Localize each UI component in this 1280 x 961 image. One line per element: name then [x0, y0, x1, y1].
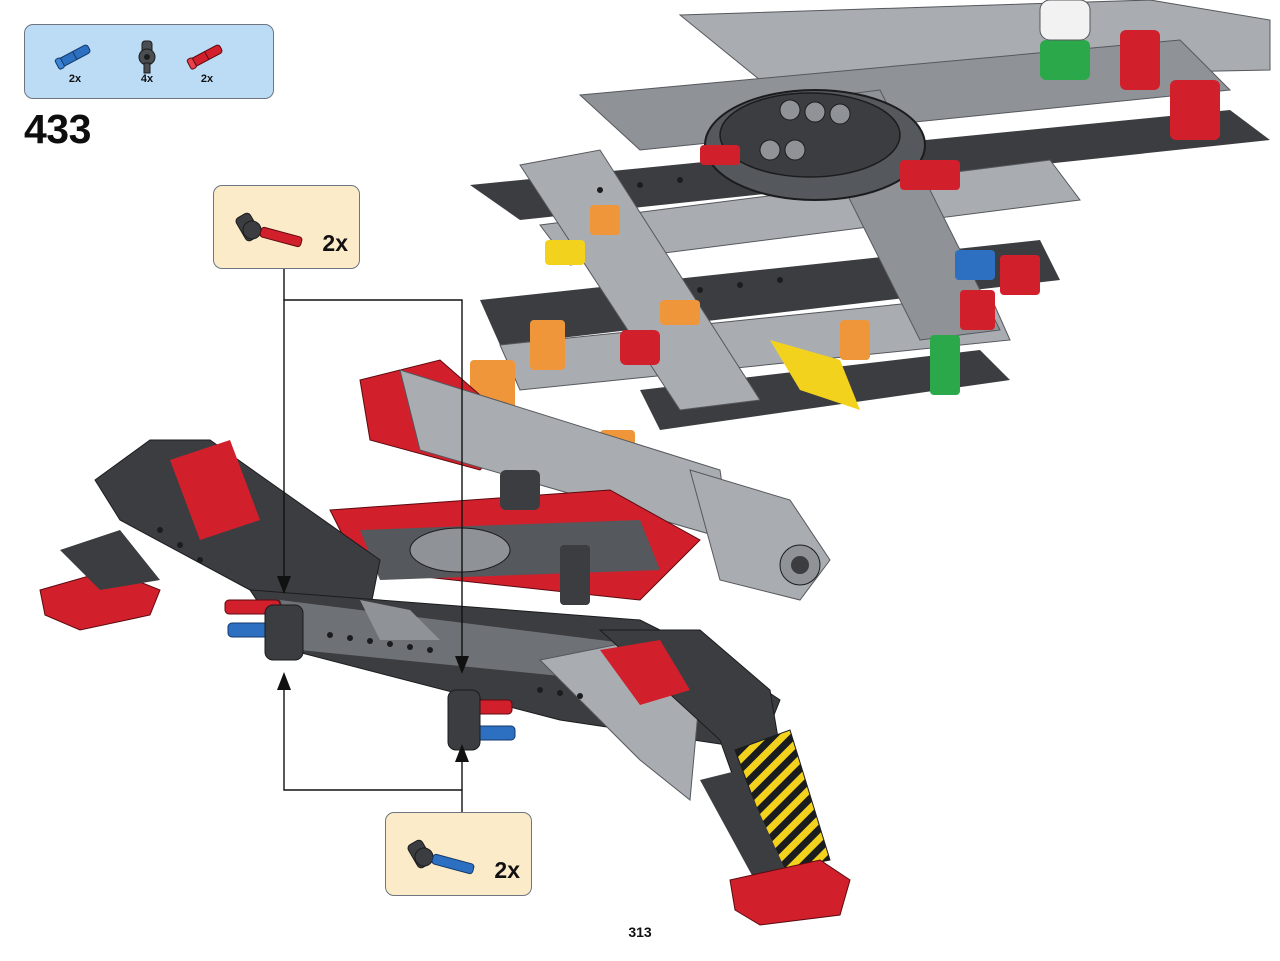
arrow-up-icon	[455, 744, 469, 762]
page-number: 313	[628, 924, 652, 940]
blue-axle-pin-icon	[54, 44, 91, 70]
red-axle-pin-icon	[186, 44, 223, 70]
part-qty: 2x	[68, 73, 82, 85]
part-dark-gray-pin-connector: 4x	[117, 31, 177, 91]
pin-connector-icon	[138, 40, 156, 74]
callout-multiplier: 2x	[322, 230, 348, 256]
part-qty: 4x	[140, 73, 154, 85]
lower-frame	[39, 439, 851, 926]
step-number: 433	[24, 106, 91, 152]
pin-holes	[157, 177, 783, 699]
arrow-down-icon	[455, 656, 469, 674]
callout-multiplier: 2x	[494, 857, 520, 883]
colored-details	[470, 0, 1220, 490]
part-blue-axle-pin: 2x	[45, 31, 105, 91]
callout-bottom: 2x	[385, 812, 532, 896]
arrowheads	[277, 576, 469, 762]
callout-connectors	[283, 268, 463, 812]
part-red-axle-pin: 2x	[177, 31, 237, 91]
part-qty: 2x	[200, 73, 214, 85]
inserted-pins	[224, 599, 516, 751]
callout-top: 2x	[213, 185, 360, 269]
turntable	[704, 89, 926, 201]
front-suspension	[329, 359, 831, 605]
parts-list-panel: 2x 4x 2x	[24, 24, 274, 99]
arrow-down-icon	[277, 576, 291, 594]
arrow-up-icon	[277, 672, 291, 690]
pin-assembly-icon	[235, 212, 303, 248]
pin-assembly-icon	[407, 839, 475, 875]
